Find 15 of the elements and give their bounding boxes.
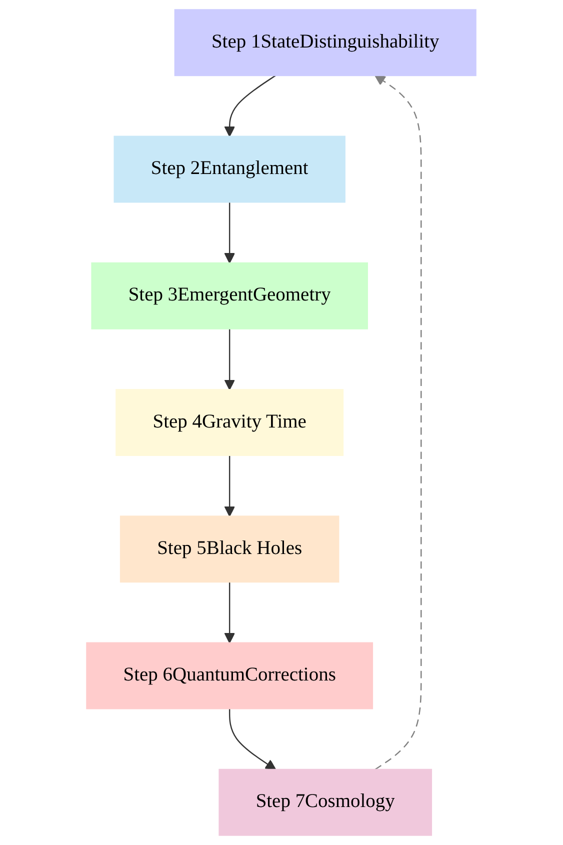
arrow (224, 582, 236, 644)
arrow (224, 328, 236, 390)
arrow (224, 455, 236, 517)
node-box (218, 768, 432, 836)
arrow (224, 202, 236, 264)
arrow (224, 75, 276, 137)
node-box (91, 262, 368, 330)
arrow (374, 75, 422, 770)
node-box (114, 136, 346, 203)
node-box (120, 516, 340, 583)
flowchart: Step 1StateDistinguishability Step 2Entanglement Step 3EmergentGeometry Step 4Gravity Time Step 5Black Holes Step 6QuantumCorrections Step 7Cosmology (77, 0, 486, 845)
node-box (174, 9, 477, 76)
node-box (86, 642, 374, 710)
arrow (229, 708, 276, 770)
node-box (116, 389, 344, 456)
